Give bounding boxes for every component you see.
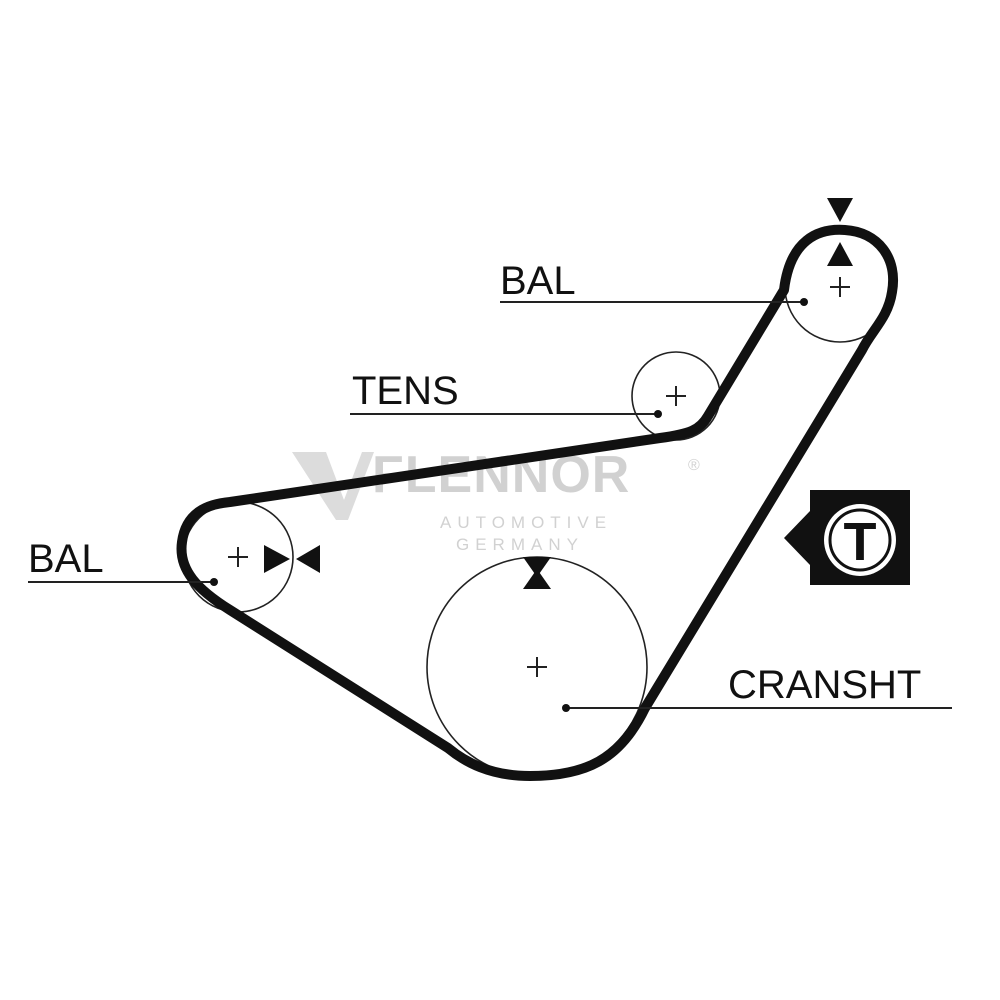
timing-t-mark: T xyxy=(784,490,910,585)
label-cranshaft: CRANSHT xyxy=(728,663,921,707)
timing-marker-crankshaft xyxy=(523,557,551,589)
center-mark-bal-top xyxy=(830,277,850,297)
center-mark-bal-left xyxy=(228,547,248,567)
t-mark-letter: T xyxy=(844,512,877,572)
leader-bal-left xyxy=(28,578,218,586)
t-mark-circle xyxy=(824,504,896,576)
flennor-watermark: FLENNOR ® AUTOMOTIVE GERMANY xyxy=(292,446,700,554)
center-mark-tensioner xyxy=(666,386,686,406)
watermark-line2: GERMANY xyxy=(456,535,584,554)
label-tens: TENS xyxy=(352,369,459,413)
leader-tens xyxy=(350,410,662,418)
label-bal-left: BAL xyxy=(28,537,104,581)
center-mark-crankshaft xyxy=(527,657,547,677)
watermark-line1: AUTOMOTIVE xyxy=(440,513,612,532)
leader-cranshaft xyxy=(562,704,952,712)
timing-marker-bal-top xyxy=(827,198,853,266)
watermark-registered: ® xyxy=(688,457,700,474)
label-bal-top: BAL xyxy=(500,259,576,303)
timing-marker-bal-left xyxy=(264,545,320,573)
leader-bal-top xyxy=(500,298,808,306)
timing-belt xyxy=(176,224,898,781)
